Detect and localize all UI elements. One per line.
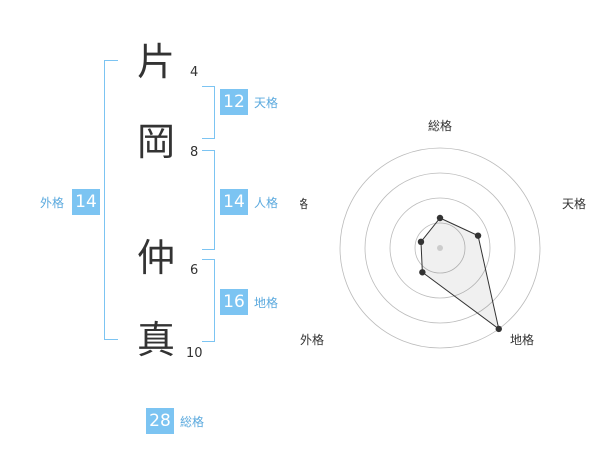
soukaku-badge: 28 xyxy=(146,408,174,434)
name-char-2: 岡 xyxy=(136,120,175,164)
radar-point-4 xyxy=(419,269,426,276)
chikaku-label: 地格 xyxy=(254,296,279,310)
soukaku-label: 総格 xyxy=(180,415,205,429)
chikaku-bracket xyxy=(202,259,215,342)
radar-point-3 xyxy=(495,325,502,333)
chikaku-badge: 16 xyxy=(220,289,248,315)
tenkaku-bracket xyxy=(202,86,215,139)
jinkaku-bracket xyxy=(202,150,215,250)
stroke-count-4: 10 xyxy=(186,346,203,361)
radar-ring xyxy=(414,222,466,274)
name-char-4: 真 xyxy=(136,318,175,362)
gaikaku-bracket xyxy=(104,60,118,340)
name-char-1: 片 xyxy=(136,40,175,84)
stroke-count-2: 8 xyxy=(190,145,199,160)
radar-point-5 xyxy=(417,238,425,246)
radar-axis-label-3: 地格 xyxy=(510,332,534,347)
gaikaku-label: 外格 xyxy=(40,196,65,210)
radar-center xyxy=(437,245,443,251)
radar-series-polygon xyxy=(420,217,500,331)
radar-ring xyxy=(389,197,491,299)
name-char-3: 仲 xyxy=(136,236,175,280)
radar-point-1 xyxy=(436,214,444,222)
radar-ring xyxy=(339,147,541,349)
radar-axis-label-5: 人格 xyxy=(300,196,308,211)
jinkaku-label: 人格 xyxy=(254,196,279,210)
radar-axis-label-2: 天格 xyxy=(562,196,586,211)
gaikaku-badge: 14 xyxy=(72,189,100,215)
radar-point-2 xyxy=(474,232,482,239)
stroke-count-1: 4 xyxy=(190,65,199,80)
radar-axis-label-1: 総格 xyxy=(428,118,452,133)
tenkaku-label: 天格 xyxy=(254,96,279,110)
jinkaku-badge: 14 xyxy=(220,189,248,215)
radar-axis-label-4: 外格 xyxy=(300,332,324,347)
stroke-count-3: 6 xyxy=(190,263,199,278)
tenkaku-badge: 12 xyxy=(220,89,248,115)
radar-ring xyxy=(364,172,516,324)
